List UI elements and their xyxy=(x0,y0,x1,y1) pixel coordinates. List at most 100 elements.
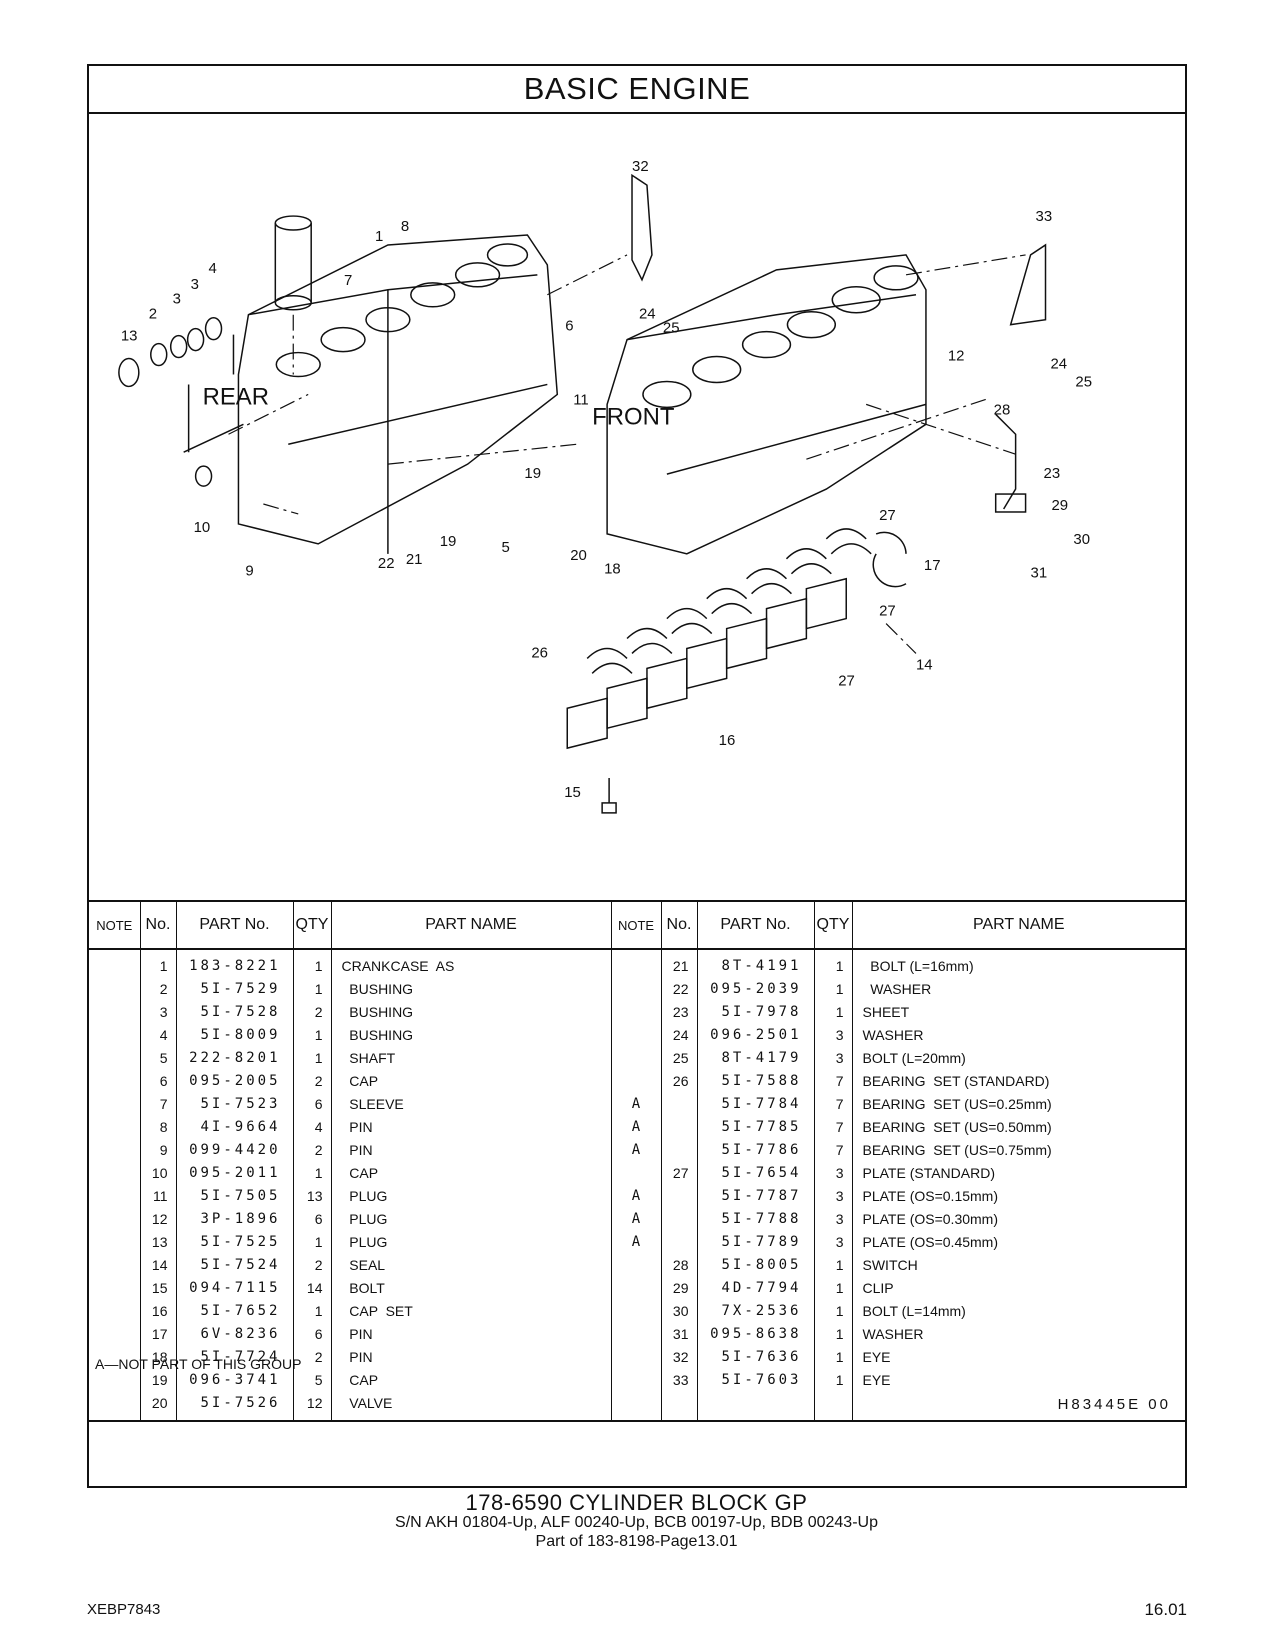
left-qty-cell: 2 xyxy=(292,1000,331,1023)
left-no-cell: 6 xyxy=(139,1069,176,1092)
right-part-cell: 096-2501 xyxy=(696,1023,814,1046)
left-qty-cell: 2 xyxy=(292,1253,331,1276)
callout-25b: 25 xyxy=(1075,373,1092,390)
right-no-cell xyxy=(660,1207,697,1230)
callout-22: 22 xyxy=(378,555,395,572)
left-no-cell: 2 xyxy=(139,977,176,1000)
callout-7: 7 xyxy=(344,272,352,289)
right-note-cell: A xyxy=(610,1138,661,1161)
left-note-cell xyxy=(89,1138,140,1161)
right-qty-cell: 1 xyxy=(813,1276,852,1299)
callout-10: 10 xyxy=(194,519,211,536)
right-qty-cell: 3 xyxy=(813,1161,852,1184)
right-part-cell: 5I-7654 xyxy=(696,1161,814,1184)
right-part-cell: 5I-7788 xyxy=(696,1207,814,1230)
right-name-cell: WASHER xyxy=(851,977,1185,1000)
left-qty-cell: 6 xyxy=(292,1207,331,1230)
rear-block-outline xyxy=(237,234,559,545)
right-qty-cell: 7 xyxy=(813,1115,852,1138)
left-part-cell: 183-8221 xyxy=(175,949,293,977)
right-qty-cell: 7 xyxy=(813,1092,852,1115)
page-number: 16.01 xyxy=(1144,1600,1187,1619)
left-no-cell: 20 xyxy=(139,1391,176,1422)
left-note-cell xyxy=(89,1184,140,1207)
callout-18: 18 xyxy=(604,561,621,578)
right-note-cell xyxy=(610,1023,661,1046)
right-qty-cell: 3 xyxy=(813,1207,852,1230)
left-qty-cell: 6 xyxy=(292,1092,331,1115)
left-name-cell: PLUG xyxy=(330,1230,611,1253)
document-id: XEBP7843 xyxy=(87,1601,161,1618)
left-qty-cell: 13 xyxy=(292,1184,331,1207)
right-no-cell: 28 xyxy=(660,1253,697,1276)
parts-page-frame: BASIC ENGINE xyxy=(87,64,1187,1488)
right-qty-cell: 3 xyxy=(813,1046,852,1069)
right-name-cell: BOLT (L=16mm) xyxy=(851,949,1185,977)
left-part-cell: 5I-7652 xyxy=(175,1299,293,1322)
right-qty-cell: 1 xyxy=(813,977,852,1000)
parent-caption: Part of 183-8198-Page13.01 xyxy=(535,1533,738,1550)
left-note-cell xyxy=(89,949,140,977)
left-note-cell xyxy=(89,1299,140,1322)
callout-14: 14 xyxy=(916,656,933,673)
header-no-right: No. xyxy=(660,901,697,950)
left-name-cell: PIN xyxy=(330,1138,611,1161)
right-no-cell: 32 xyxy=(660,1345,697,1368)
callout-11: 11 xyxy=(573,391,589,408)
left-name-cell: VALVE xyxy=(330,1391,611,1422)
table-header-row: NOTE No. PART No. QTY PART NAME NOTE No.… xyxy=(89,901,1185,950)
right-name-cell: PLATE (OS=0.30mm) xyxy=(851,1207,1185,1230)
left-part-cell: 222-8201 xyxy=(175,1046,293,1069)
right-part-cell: 8T-4191 xyxy=(696,949,814,977)
left-no-cell: 14 xyxy=(139,1253,176,1276)
left-qty-cell: 12 xyxy=(292,1391,331,1422)
right-part-cell: 5I-7978 xyxy=(696,1000,814,1023)
left-qty-cell: 14 xyxy=(292,1276,331,1299)
left-part-cell: 096-3741 xyxy=(175,1368,293,1391)
left-no-cell: 1 xyxy=(139,949,176,977)
right-part-cell: 5I-7786 xyxy=(696,1138,814,1161)
left-no-cell: 16 xyxy=(139,1299,176,1322)
right-no-cell: 29 xyxy=(660,1276,697,1299)
left-part-cell: 5I-8009 xyxy=(175,1023,293,1046)
right-name-cell: BEARING SET (STANDARD) xyxy=(851,1069,1185,1092)
left-name-cell: SHAFT xyxy=(330,1046,611,1069)
right-no-cell: 25 xyxy=(660,1046,697,1069)
callout-16: 16 xyxy=(719,732,736,749)
left-note-cell xyxy=(89,1253,140,1276)
left-name-cell: PLUG xyxy=(330,1184,611,1207)
right-name-cell: PLATE (STANDARD) xyxy=(851,1161,1185,1184)
left-part-cell: 095-2011 xyxy=(175,1161,293,1184)
right-no-cell xyxy=(660,1184,697,1207)
left-no-cell: 7 xyxy=(139,1092,176,1115)
left-qty-cell: 1 xyxy=(292,1230,331,1253)
right-note-cell xyxy=(610,1391,661,1422)
page-title: BASIC ENGINE xyxy=(89,66,1185,114)
callout-9: 9 xyxy=(245,563,253,580)
left-qty-cell: 6 xyxy=(292,1322,331,1345)
right-qty-cell: 1 xyxy=(813,1253,852,1276)
right-no-cell xyxy=(660,1230,697,1253)
right-part-cell: 095-8638 xyxy=(696,1322,814,1345)
right-part-cell xyxy=(696,1391,814,1422)
left-name-cell: BUSHING xyxy=(330,1000,611,1023)
left-qty-cell: 1 xyxy=(292,1023,331,1046)
right-no-cell: 33 xyxy=(660,1368,697,1391)
left-part-cell: 5I-7526 xyxy=(175,1391,293,1422)
left-note-cell xyxy=(89,1023,140,1046)
right-name-cell: SWITCH xyxy=(851,1253,1185,1276)
right-note-cell xyxy=(610,949,661,977)
header-note-right: NOTE xyxy=(610,901,661,950)
right-name-cell: BEARING SET (US=0.50mm) xyxy=(851,1115,1185,1138)
